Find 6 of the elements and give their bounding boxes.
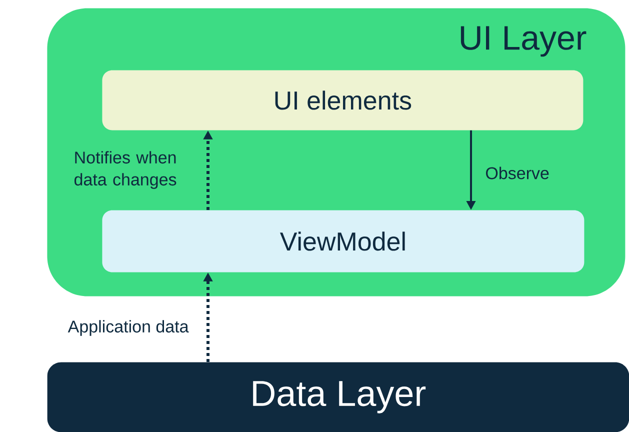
edge-label: Notifies when data changes: [74, 151, 176, 189]
component-box: UI elements: [102, 70, 584, 130]
edge-label: Observe: [486, 166, 549, 180]
edge-label: Application data: [68, 320, 189, 336]
component-box: ViewModel: [102, 210, 584, 272]
layer-bar: Data Layer: [47, 362, 629, 432]
